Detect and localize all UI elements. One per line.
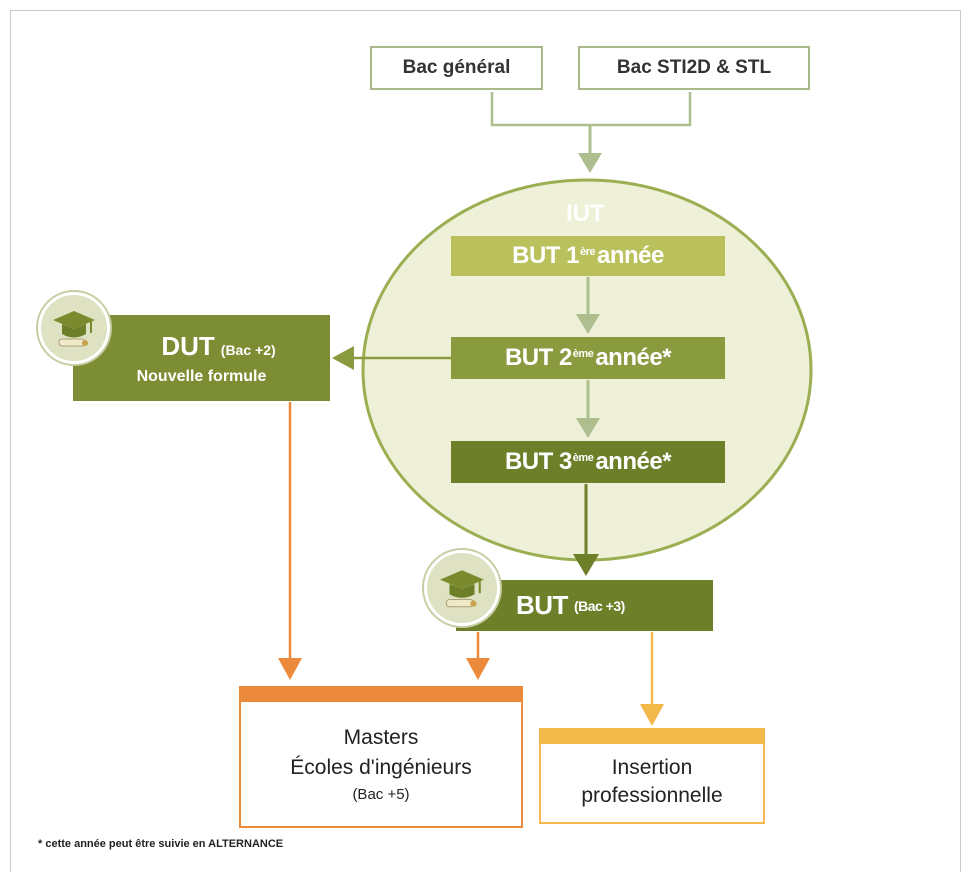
but-year-3-suffix: année* <box>595 448 672 475</box>
arrow-but-insertion-head <box>640 704 664 726</box>
arrow-but1-but2-head <box>576 314 600 334</box>
dut-subtitle: Nouvelle formule <box>136 367 267 385</box>
but-year-1-suffix: année <box>597 242 664 269</box>
masters-bar <box>241 688 521 702</box>
but-year-1-prefix: BUT 1 <box>512 242 579 269</box>
insertion-line1: Insertion <box>611 756 693 779</box>
but-year-2-sup: ème <box>572 348 594 360</box>
but-year-2-prefix: BUT 2 <box>504 344 572 371</box>
bac-sti2d-label: Bac STI2D & STL <box>616 57 772 78</box>
graduation-cap-icon <box>424 550 500 626</box>
arrow-but-masters-head <box>466 658 490 680</box>
footnote: * cette année peut être suivie en ALTERN… <box>38 838 284 850</box>
but-year-2-suffix: année* <box>595 344 672 371</box>
masters-line3: (Bac +5) <box>352 785 410 803</box>
diagram-frame <box>10 10 961 872</box>
dut-title: DUT <box>161 330 215 361</box>
but-year-3-sup: ème <box>572 452 594 464</box>
but-diploma-box: BUT (Bac +3) <box>456 580 713 631</box>
insertion-box: Insertion professionnelle <box>539 728 765 824</box>
but-year-3-prefix: BUT 3 <box>504 448 572 475</box>
masters-box: Masters Écoles d'ingénieurs (Bac +5) <box>239 686 523 828</box>
bac-sti2d-box: Bac STI2D & STL <box>578 46 810 90</box>
arrow-but2-but3-head <box>576 418 600 438</box>
but-year-1-sup: ère <box>579 246 596 258</box>
entry-bracket <box>490 92 692 127</box>
bac-general-box: Bac général <box>370 46 543 90</box>
iut-title: IUT <box>566 200 605 227</box>
but-diploma-level: (Bac +3) <box>573 597 625 614</box>
bac-general-label: Bac général <box>402 57 511 78</box>
entry-arrow-head <box>578 153 602 173</box>
masters-line1: Masters <box>343 725 419 749</box>
masters-line2: Écoles d'ingénieurs <box>290 755 472 779</box>
but-diploma-title: BUT <box>516 590 568 620</box>
arrow-but2-dut-head <box>332 346 354 370</box>
arrow-dut-masters-head <box>278 658 302 680</box>
insertion-line2: professionnelle <box>581 784 723 807</box>
graduation-cap-icon <box>38 292 110 364</box>
dut-box: DUT (Bac +2) Nouvelle formule <box>73 315 330 401</box>
dut-level: (Bac +2) <box>220 341 276 358</box>
arrow-but3-diploma-head <box>573 554 599 576</box>
insertion-bar <box>541 730 763 744</box>
